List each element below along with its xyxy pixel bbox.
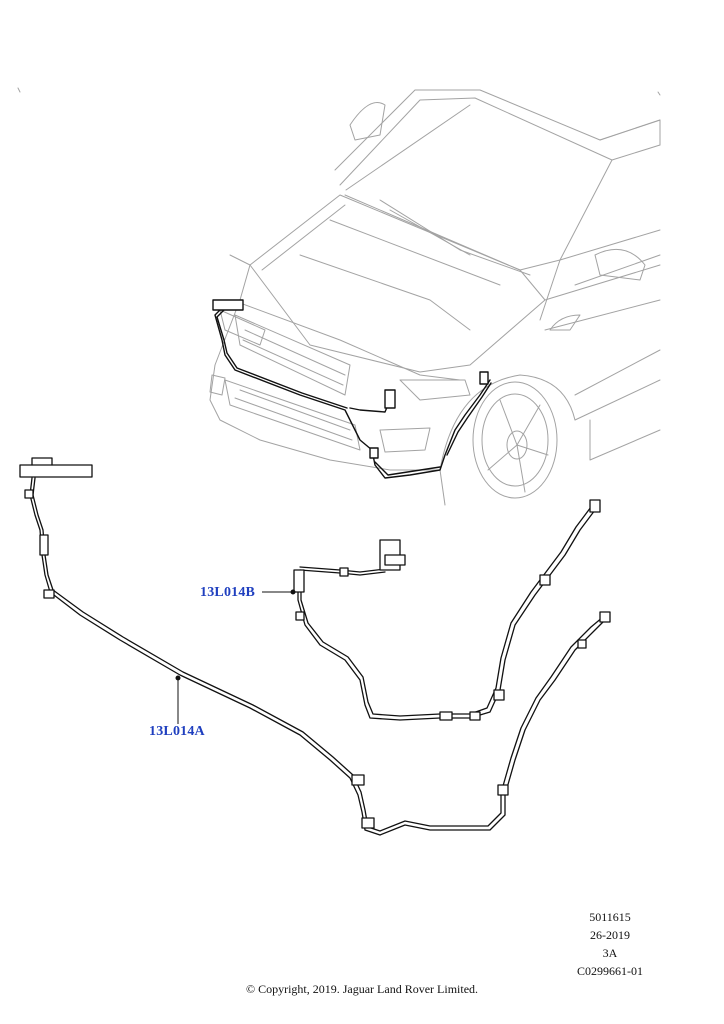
reference-date-code: 26-2019 <box>590 928 630 942</box>
copyright-notice: © Copyright, 2019. Jaguar Land Rover Lim… <box>245 982 479 996</box>
harness-installed-outline <box>212 299 492 479</box>
callout-leaders <box>175 589 296 724</box>
harness-13l014a[interactable] <box>19 457 611 836</box>
reference-illustration-id: C0299661-01 <box>577 964 643 978</box>
harness-13l014b[interactable] <box>293 499 601 721</box>
callout-13l014b[interactable]: 13L014B <box>200 585 256 600</box>
reference-revision: 3A <box>602 946 618 960</box>
callout-13l014a[interactable]: 13L014A <box>149 724 205 739</box>
reference-number: 5011615 <box>589 910 631 924</box>
vehicle-outline <box>17 87 661 506</box>
